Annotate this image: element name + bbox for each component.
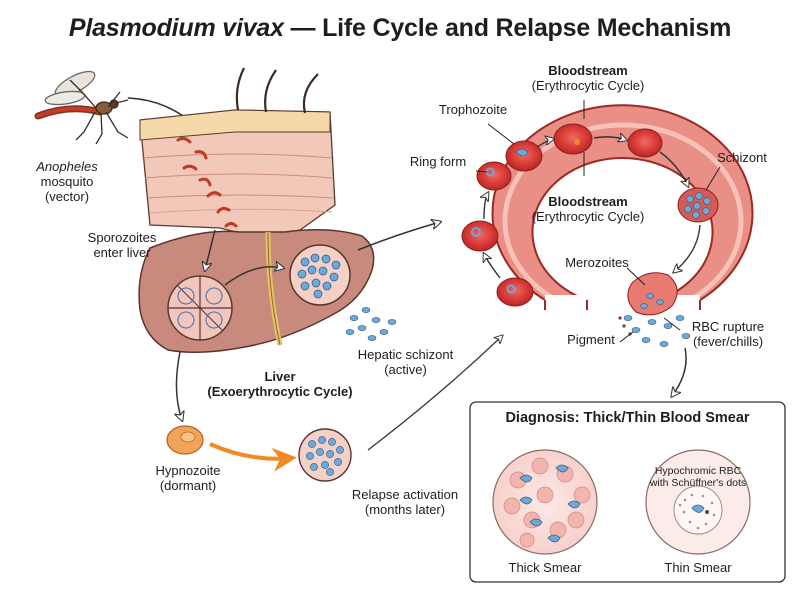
- rbc-early-ring: [476, 161, 512, 191]
- rbc-schizont: [677, 187, 719, 223]
- cycle-arrows: [484, 137, 701, 279]
- relapse-label: Relapse activation (months later): [351, 487, 459, 517]
- liver-to-blood-arrow: [357, 222, 440, 251]
- relapse-to-blood-arrow: [367, 336, 502, 451]
- skin-to-liver-arrow: [205, 229, 216, 270]
- skin-cross-section: [139, 67, 336, 239]
- trophozoite-label: Trophozoite: [438, 102, 508, 117]
- thin-smear-label: Thin Smear: [664, 560, 732, 575]
- thin-smear-note: Hypochromic RBC with Schüffner's dots: [649, 465, 747, 490]
- relapse-schizont-cell: [298, 428, 352, 482]
- rbc-trophozoite-3: [627, 128, 663, 158]
- liver-label: Liver (Exoerythrocytic Cycle): [207, 369, 353, 399]
- sporozoites-label: Sporozoites enter liver: [87, 230, 157, 260]
- vector-label: Anopheles mosquito (vector): [36, 159, 98, 204]
- rbc-young-ring: [496, 277, 534, 307]
- hypnozoite-label: Hypnozoite (dormant): [155, 463, 221, 493]
- rupture-to-diagnosis-arrow: [672, 347, 687, 396]
- hepatocyte-to-schizont-arrow: [224, 267, 283, 286]
- rbc-ring-form: [461, 220, 499, 252]
- schizont-label: Schizont: [717, 150, 767, 165]
- diagnosis-title: Diagnosis: Thick/Thin Blood Smear: [505, 410, 750, 426]
- liver-to-hypnozoite-arrow: [176, 351, 182, 420]
- thick-smear-circle: [492, 449, 598, 555]
- pigment-label: Pigment: [567, 332, 615, 347]
- rbc-rupturing: [627, 272, 678, 316]
- hepatic-schizont-cell: [289, 244, 351, 306]
- hypnozoite-to-relapse-arrow: [209, 442, 297, 472]
- infected-hepatocyte: [167, 275, 233, 341]
- bloodstream-label-top: Bloodstream (Erythrocytic Cycle): [531, 63, 645, 93]
- leader-lines: [475, 100, 721, 343]
- hepatic-schizont-label: Hepatic schizont (active): [357, 347, 454, 377]
- mosquito-illustration: [34, 70, 129, 145]
- rbc-rupture-label: RBC rupture (fever/chills): [691, 319, 765, 349]
- ring-form-label: Ring form: [409, 154, 467, 169]
- free-merozoites: [623, 315, 691, 347]
- thick-smear-label: Thick Smear: [508, 560, 582, 575]
- rbc-trophozoite-2: [553, 123, 593, 155]
- hypnozoite-cell: [166, 425, 204, 455]
- thin-smear-circle: [645, 449, 751, 555]
- page-title: Plasmodium vivax — Life Cycle and Relaps…: [68, 14, 732, 42]
- rbc-trophozoite: [505, 140, 543, 172]
- merozoites-label: Merozoites: [565, 255, 629, 270]
- bloodstream-label-center: Bloodstream (Erythrocytic Cycle): [531, 194, 645, 224]
- released-merozoites: [345, 307, 397, 341]
